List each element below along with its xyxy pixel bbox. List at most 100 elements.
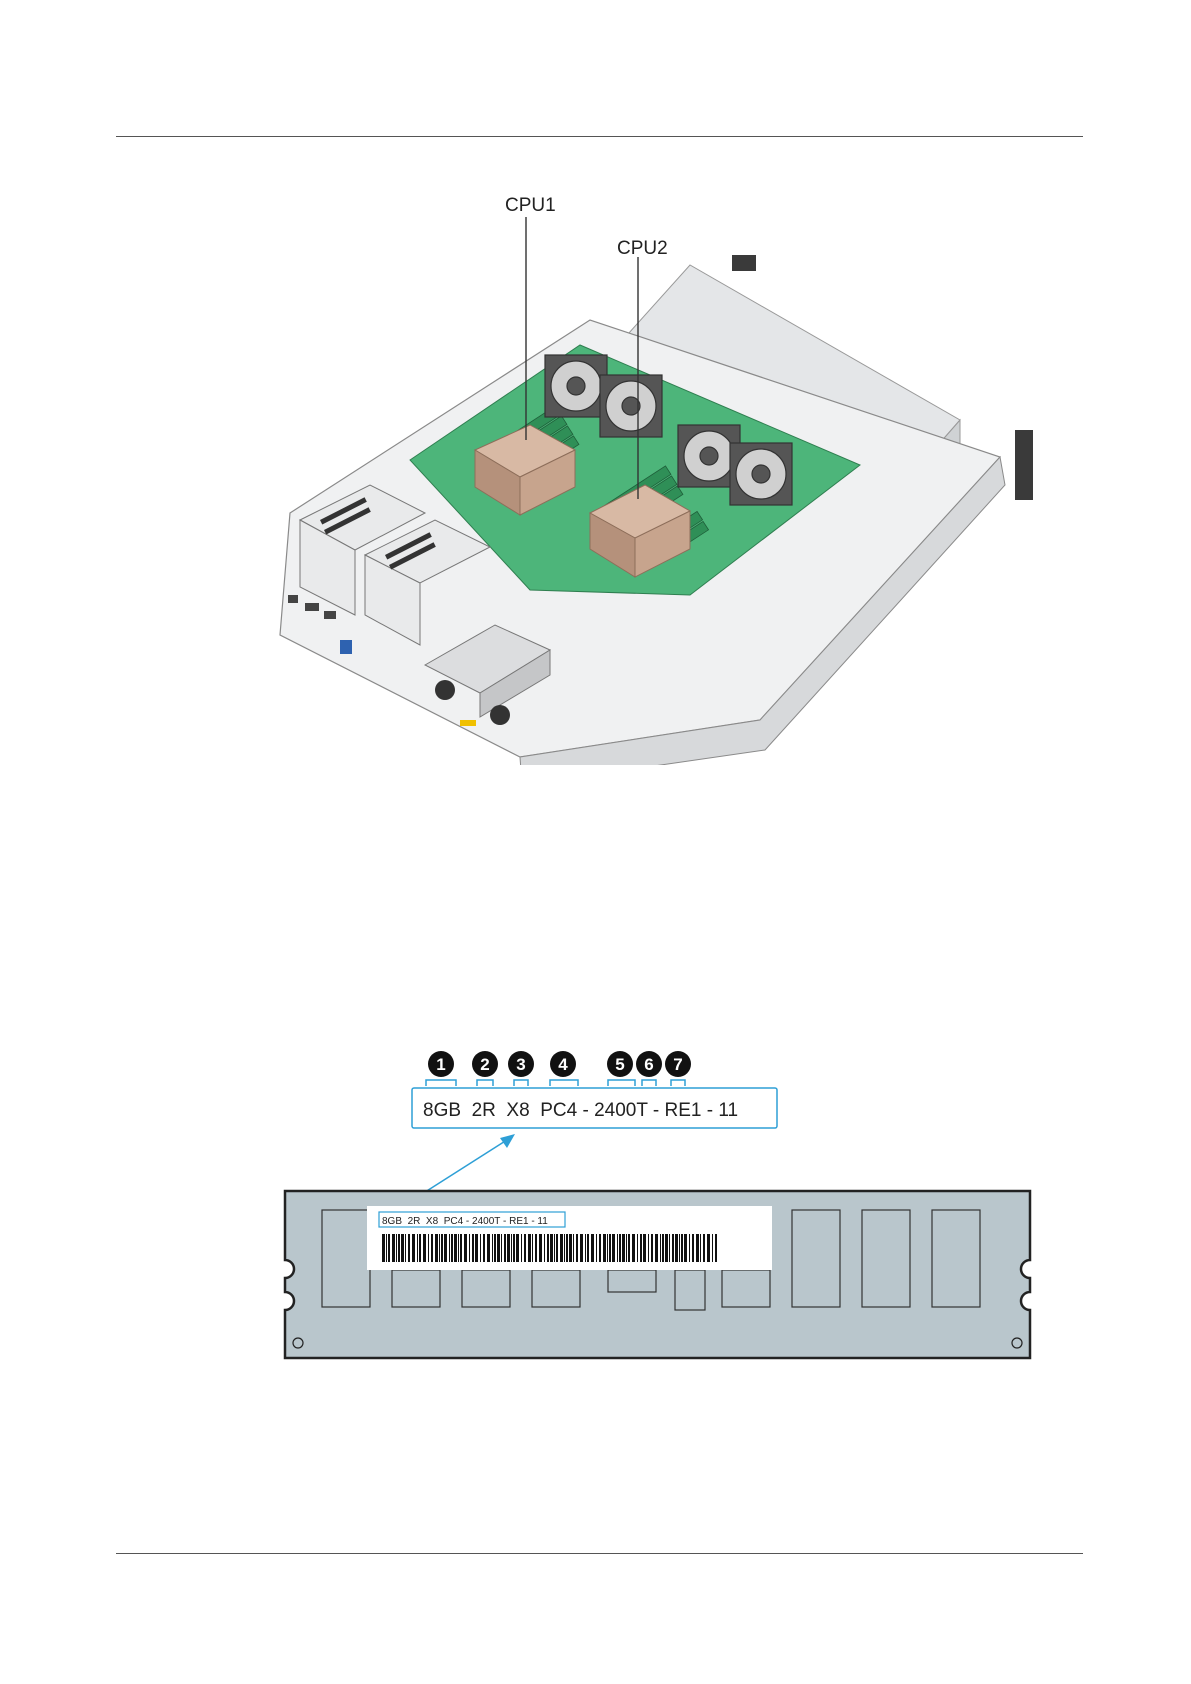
barcode-bar xyxy=(617,1234,618,1262)
callout-6: 6 xyxy=(644,1055,653,1074)
barcode-bar xyxy=(669,1234,670,1262)
barcode-bar xyxy=(539,1234,542,1262)
barcode-bar xyxy=(554,1234,555,1262)
barcode-bar xyxy=(386,1234,387,1262)
barcode-bar xyxy=(707,1234,710,1262)
barcode-bar xyxy=(640,1234,642,1262)
barcode-bar xyxy=(643,1234,646,1262)
barcode-bar xyxy=(566,1234,568,1262)
barcode-bar xyxy=(451,1234,453,1262)
barcode-bar xyxy=(587,1234,589,1262)
barcode-bar xyxy=(501,1234,502,1262)
barcode-bar xyxy=(464,1234,467,1262)
barcode-bar xyxy=(528,1234,531,1262)
barcode-bar xyxy=(712,1234,713,1262)
barcode-bar xyxy=(612,1234,615,1262)
rack-ear-top xyxy=(732,255,756,271)
barcode-bar xyxy=(619,1234,621,1262)
callout-3: 3 xyxy=(516,1055,525,1074)
footer-rule xyxy=(116,1553,1083,1554)
barcode-bar xyxy=(576,1234,578,1262)
barcode-bar xyxy=(703,1234,705,1262)
barcode-bar xyxy=(516,1234,519,1262)
callout-brackets xyxy=(426,1080,685,1086)
small-label-text: 8GB 2R X8 PC4 - 2400T - RE1 - 11 xyxy=(382,1216,548,1227)
barcode-bar xyxy=(550,1234,553,1262)
barcode-bar xyxy=(689,1234,690,1262)
callout-1: 1 xyxy=(436,1055,445,1074)
barcode-bar xyxy=(392,1234,395,1262)
barcode-bar xyxy=(454,1234,457,1262)
barcode-bar xyxy=(603,1234,606,1262)
barcode-bar xyxy=(388,1234,390,1262)
barcode-bar xyxy=(511,1234,512,1262)
barcode-bar xyxy=(696,1234,699,1262)
barcode-bar xyxy=(672,1234,674,1262)
barcode-bar xyxy=(439,1234,440,1262)
barcode-bar xyxy=(700,1234,701,1262)
cpu2-label: CPU2 xyxy=(617,238,668,260)
barcode-bar xyxy=(535,1234,537,1262)
barcode-bar xyxy=(504,1234,506,1262)
barcode-bar xyxy=(622,1234,625,1262)
callout-4: 4 xyxy=(558,1055,568,1074)
barcode-bar xyxy=(607,1234,608,1262)
barcode-bar xyxy=(497,1234,500,1262)
barcode-bar xyxy=(494,1234,496,1262)
barcode-bar xyxy=(382,1234,385,1262)
barcode-bar xyxy=(681,1234,683,1262)
barcode-bar xyxy=(692,1234,694,1262)
barcode-bar xyxy=(458,1234,459,1262)
barcode-bar xyxy=(591,1234,594,1262)
barcode-bar xyxy=(628,1234,630,1262)
barcode-bar xyxy=(560,1234,563,1262)
barcode-bar xyxy=(428,1234,429,1262)
barcode-bar xyxy=(532,1234,533,1262)
barcode-bar xyxy=(513,1234,515,1262)
barcode-bar xyxy=(556,1234,558,1262)
barcode-bar xyxy=(417,1234,418,1262)
barcode-bar xyxy=(396,1234,397,1262)
server-chassis-illustration xyxy=(260,195,1060,765)
barcode-bar xyxy=(632,1234,635,1262)
barcode-bar xyxy=(585,1234,586,1262)
barcode-bar xyxy=(655,1234,658,1262)
barcode-bar xyxy=(398,1234,400,1262)
barcode-bar xyxy=(480,1234,481,1262)
barcode-bar xyxy=(431,1234,433,1262)
barcode-bar xyxy=(665,1234,668,1262)
dimm-module: 8GB 2R X8 PC4 - 2400T - RE1 - 11 xyxy=(285,1191,1030,1358)
barcode-bar xyxy=(564,1234,565,1262)
barcode-bar xyxy=(435,1234,438,1262)
barcode-bar xyxy=(547,1234,549,1262)
barcode-bar xyxy=(472,1234,474,1262)
barcode-bar xyxy=(487,1234,490,1262)
barcode-bar xyxy=(609,1234,611,1262)
barcode-bar xyxy=(596,1234,597,1262)
barcode-bar xyxy=(637,1234,638,1262)
barcode-bar xyxy=(580,1234,583,1262)
barcode-bar xyxy=(469,1234,470,1262)
barcode-bar xyxy=(648,1234,649,1262)
enlarged-label-text: 8GB 2R X8 PC4 - 2400T - RE1 - 11 xyxy=(423,1100,738,1121)
callout-7: 7 xyxy=(673,1055,682,1074)
barcode-bar xyxy=(405,1234,406,1262)
barcode-bar xyxy=(651,1234,653,1262)
barcode-bar xyxy=(626,1234,627,1262)
barcode-bar xyxy=(524,1234,526,1262)
barcode-bar xyxy=(679,1234,680,1262)
barcode-bar xyxy=(412,1234,415,1262)
cpu1-label: CPU1 xyxy=(505,195,556,217)
barcode-bar xyxy=(662,1234,664,1262)
barcode-bar xyxy=(492,1234,493,1262)
barcode-bar xyxy=(423,1234,426,1262)
barcode-bar xyxy=(715,1234,717,1262)
barcode-bar xyxy=(507,1234,510,1262)
barcode-bar xyxy=(684,1234,687,1262)
callout-5: 5 xyxy=(615,1055,624,1074)
barcode-bar xyxy=(408,1234,410,1262)
header-rule xyxy=(116,136,1083,137)
barcode-bar xyxy=(675,1234,678,1262)
barcode-bar xyxy=(569,1234,572,1262)
barcode-bar xyxy=(444,1234,447,1262)
